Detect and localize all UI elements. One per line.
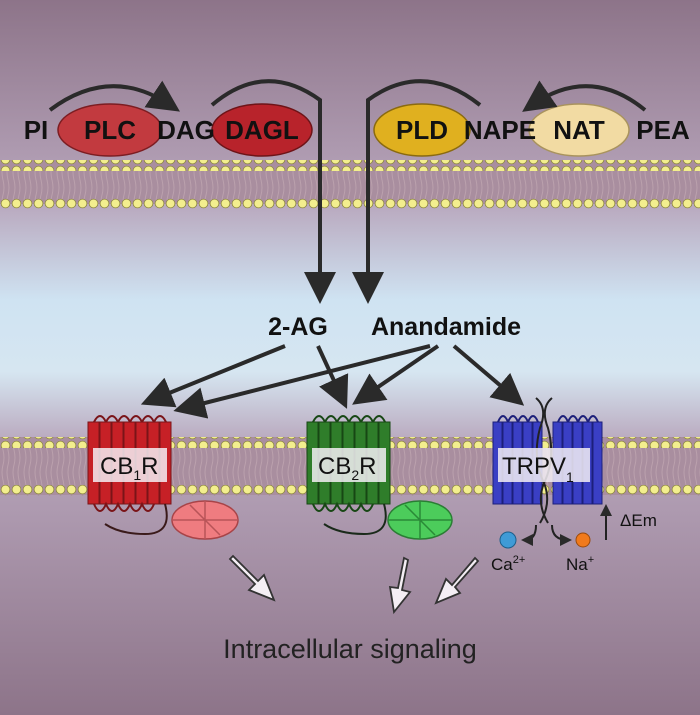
anandamide-label: Anandamide	[371, 313, 521, 341]
nape-label: NAPE	[464, 115, 536, 145]
anandamide-to-trpv1-arrow	[452, 344, 525, 406]
cb2-gprotein	[387, 500, 453, 540]
calcium-ion	[499, 531, 517, 549]
trpv1-signal-arrow	[434, 556, 480, 605]
2ag-label: 2-AG	[268, 313, 328, 341]
top-membrane	[0, 160, 700, 209]
trpv1-label: TRPV1	[502, 453, 574, 485]
pea-to-nape-arrow	[522, 80, 647, 112]
sodium-ion	[575, 532, 591, 548]
cb1-label: CB1R	[100, 453, 158, 483]
intracellular-signaling-label: Intracellular signaling	[223, 634, 477, 664]
pld-label: PLD	[396, 115, 448, 145]
dagl-to-2ag-arrow	[210, 79, 336, 304]
nat-label: NAT	[553, 115, 605, 145]
pi-to-dag-arrow	[48, 80, 180, 112]
dagl-enzyme: DAGL	[211, 103, 313, 157]
calcium-flux-arrow	[521, 524, 537, 546]
anandamide-to-cb2-arrow	[352, 344, 440, 405]
cb1-receptor: CB1R	[87, 415, 172, 536]
dagl-label: DAGL	[225, 115, 299, 145]
cb2-signal-arrow	[388, 556, 412, 615]
pld-enzyme: PLD	[373, 103, 471, 157]
cb2-receptor: CB2R	[306, 415, 391, 536]
cb1-gprotein	[171, 500, 239, 540]
pld-to-anandamide-arrow	[352, 79, 482, 304]
cb1-signal-arrow	[228, 554, 276, 602]
nat-enzyme: NAT	[528, 103, 630, 157]
sodium-flux-arrow	[551, 524, 572, 546]
plc-enzyme: PLC	[57, 103, 163, 157]
anandamide-to-cb1-arrow	[173, 344, 431, 419]
pi-label: PI	[24, 115, 49, 145]
sodium-label: Na+	[566, 554, 594, 574]
dag-label: DAG	[157, 115, 215, 145]
signaling-arrows	[228, 554, 480, 615]
plc-label: PLC	[84, 115, 136, 145]
cb2-label: CB2R	[318, 453, 376, 483]
calcium-label: Ca2+	[491, 554, 525, 574]
trpv1-channel: TRPV1	[492, 397, 603, 524]
delta-em-label: ΔEm	[620, 511, 657, 530]
pea-label: PEA	[636, 115, 690, 145]
